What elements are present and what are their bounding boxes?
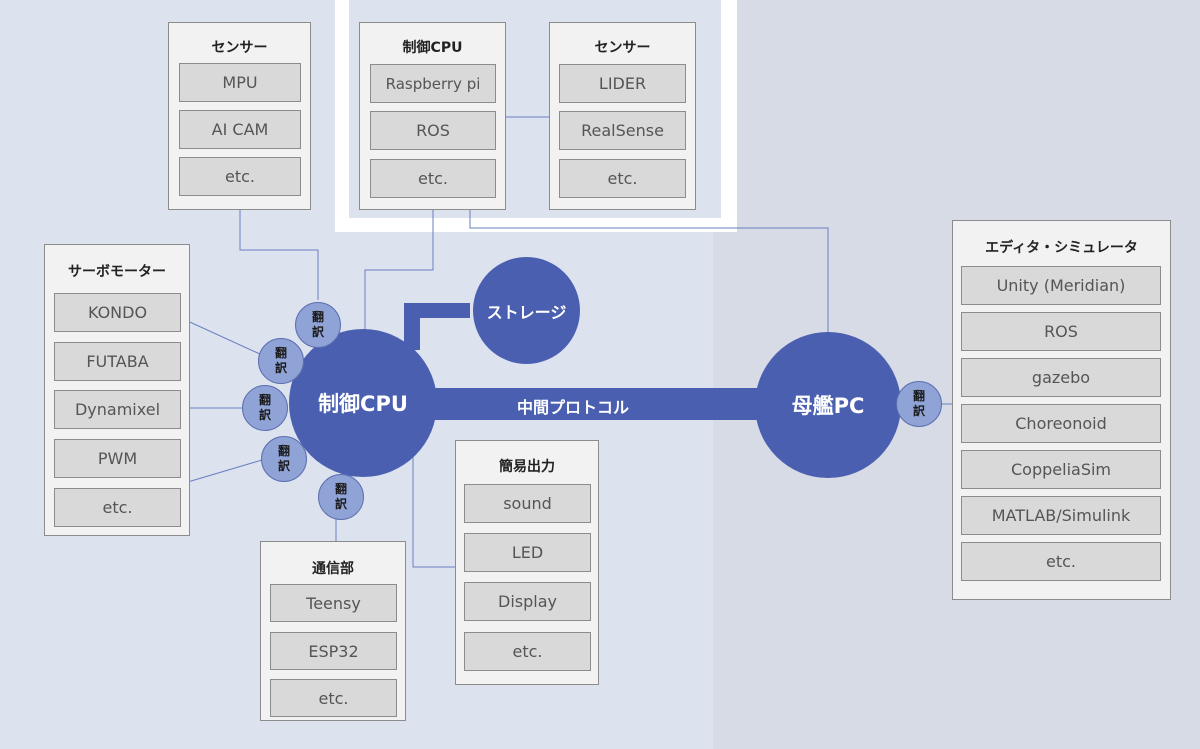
servo-item: Dynamixel <box>54 390 181 429</box>
simple-output-group: 簡易出力 sound LED Display etc. <box>455 440 599 685</box>
translate-badge: 翻訳 <box>318 474 364 520</box>
top-sensor-item: LIDER <box>559 64 686 103</box>
servo-group: サーボモーター KONDO FUTABA Dynamixel PWM etc. <box>44 244 190 536</box>
sensor-left-title: センサー <box>211 40 268 56</box>
translate-badge: 翻訳 <box>295 302 341 348</box>
top-sensor-group: センサー LIDER RealSense etc. <box>549 22 696 210</box>
sensor-left-group: センサー MPU AI CAM etc. <box>168 22 311 210</box>
translate-badge: 翻訳 <box>896 381 942 427</box>
editor-title: エディタ・シミュレータ <box>985 240 1138 256</box>
editor-group: エディタ・シミュレータ Unity (Meridian) ROS gazebo … <box>952 220 1171 600</box>
simple-output-title: 簡易出力 <box>499 459 555 475</box>
editor-item: ROS <box>961 312 1161 351</box>
comm-item: Teensy <box>270 584 397 622</box>
servo-item: KONDO <box>54 293 181 332</box>
sensor-left-item: AI CAM <box>179 110 301 149</box>
comm-group: 通信部 Teensy ESP32 etc. <box>260 541 406 721</box>
editor-item: etc. <box>961 542 1161 581</box>
top-sensor-item: etc. <box>559 159 686 198</box>
top-sensor-item: RealSense <box>559 111 686 150</box>
editor-item: gazebo <box>961 358 1161 397</box>
top-sensor-title: センサー <box>594 40 651 56</box>
editor-item: Unity (Meridian) <box>961 266 1161 305</box>
translate-badge: 翻訳 <box>261 436 307 482</box>
translate-badge: 翻訳 <box>258 338 304 384</box>
top-cpu-title: 制御CPU <box>402 40 463 56</box>
protocol-label: 中間プロトコル <box>517 398 630 417</box>
sensor-left-item: etc. <box>179 157 301 196</box>
protocol-bar <box>420 388 765 420</box>
servo-item: etc. <box>54 488 181 527</box>
main-cpu-node: 制御CPU <box>289 329 437 477</box>
translate-badge: 翻訳 <box>242 385 288 431</box>
servo-item: PWM <box>54 439 181 478</box>
comm-item: ESP32 <box>270 632 397 670</box>
servo-title: サーボモーター <box>68 264 166 280</box>
top-cpu-item: Raspberry pi <box>370 64 496 103</box>
simple-output-item: LED <box>464 533 591 572</box>
simple-output-item: sound <box>464 484 591 523</box>
servo-item: FUTABA <box>54 342 181 381</box>
editor-item: CoppeliaSim <box>961 450 1161 489</box>
comm-title: 通信部 <box>312 561 354 577</box>
top-cpu-item: ROS <box>370 111 496 150</box>
comm-item: etc. <box>270 679 397 717</box>
sensor-left-item: MPU <box>179 63 301 102</box>
simple-output-item: etc. <box>464 632 591 671</box>
top-cpu-group: 制御CPU Raspberry pi ROS etc. <box>359 22 506 210</box>
storage-node: ストレージ <box>473 257 580 364</box>
storage-link <box>404 303 470 350</box>
editor-item: Choreonoid <box>961 404 1161 443</box>
simple-output-item: Display <box>464 582 591 621</box>
mothership-node: 母艦PC <box>755 332 901 478</box>
top-cpu-item: etc. <box>370 159 496 198</box>
editor-item: MATLAB/Simulink <box>961 496 1161 535</box>
